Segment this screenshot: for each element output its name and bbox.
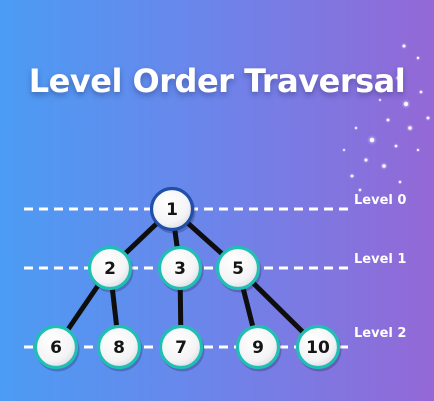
node-circle bbox=[149, 186, 195, 232]
node-circle bbox=[96, 324, 142, 370]
level-label-0: Level 0 bbox=[354, 193, 406, 208]
tree-node-3: 3 bbox=[157, 245, 204, 293]
tree-node-10: 10 bbox=[295, 324, 342, 372]
node-circle bbox=[33, 324, 79, 370]
node-label: 8 bbox=[113, 338, 125, 358]
diagram-title: Level Order Traversal bbox=[28, 62, 406, 100]
node-circle bbox=[215, 245, 261, 291]
level-labels: Level 0 Level 1 Level 2 bbox=[354, 193, 406, 341]
node-label: 5 bbox=[232, 259, 244, 279]
tree-node-2: 2 bbox=[87, 245, 134, 293]
node-label: 3 bbox=[174, 259, 186, 279]
node-circle bbox=[157, 245, 203, 291]
node-label: 7 bbox=[175, 338, 187, 358]
tree-node-9: 9 bbox=[235, 324, 282, 372]
node-label: 10 bbox=[306, 338, 330, 358]
node-label: 6 bbox=[50, 338, 62, 358]
tree-node-1: 1 bbox=[149, 186, 196, 234]
node-label: 1 bbox=[166, 200, 178, 220]
tree-node-7: 7 bbox=[158, 324, 205, 372]
node-circle bbox=[158, 324, 204, 370]
level-label-1: Level 1 bbox=[354, 252, 406, 267]
tree-nodes: 1 2 3 5 6 8 7 9 10 bbox=[33, 186, 342, 372]
node-circle bbox=[87, 245, 133, 291]
node-label: 9 bbox=[252, 338, 264, 358]
tree-node-8: 8 bbox=[96, 324, 143, 372]
node-circle bbox=[295, 324, 341, 370]
sparkle-decoration bbox=[341, 42, 432, 193]
level-label-2: Level 2 bbox=[354, 326, 406, 341]
tree-node-5: 5 bbox=[215, 245, 262, 293]
tree-node-6: 6 bbox=[33, 324, 80, 372]
node-circle bbox=[235, 324, 281, 370]
node-label: 2 bbox=[104, 259, 116, 279]
